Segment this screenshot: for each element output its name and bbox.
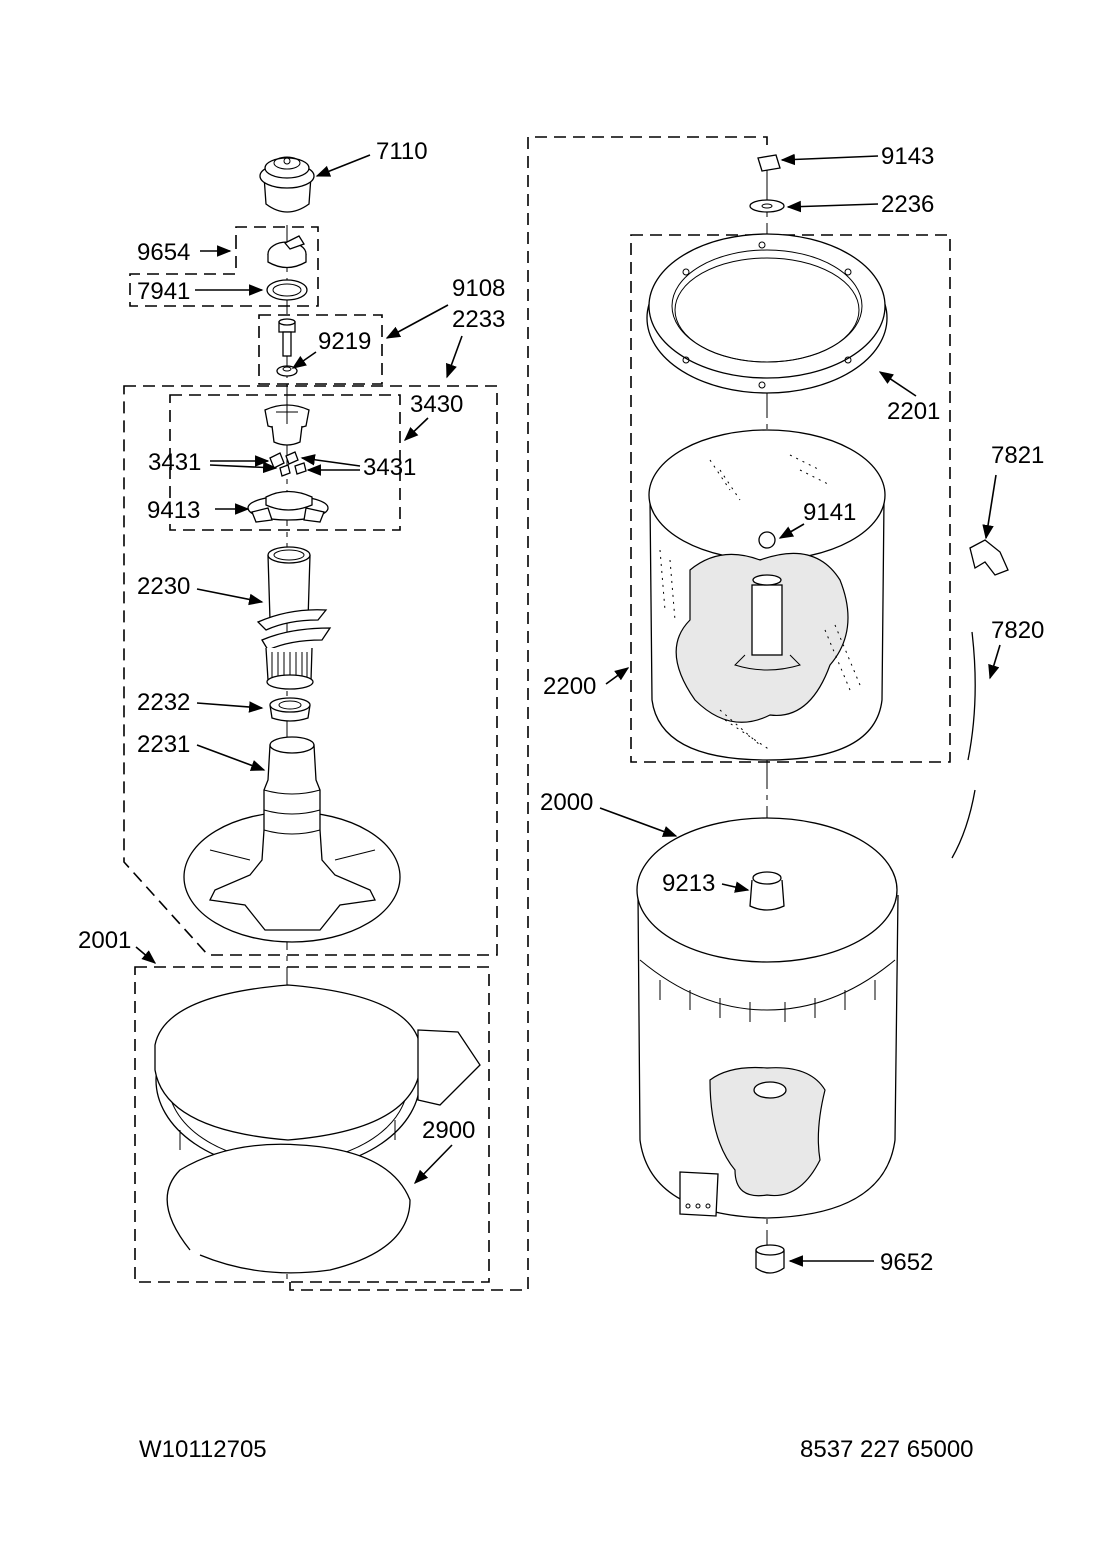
assembly-connector: [289, 136, 768, 1291]
callout-7941: 7941: [137, 278, 190, 305]
boundary-2233: [123, 385, 498, 956]
part-2900-ring: [166, 1143, 411, 1274]
callout-3431-right: 3431: [363, 454, 416, 481]
boundary-3430: [169, 394, 401, 531]
document-code: 8537 227 65000: [800, 1436, 974, 1463]
callout-9413: 9413: [147, 497, 200, 524]
callout-7821: 7821: [991, 442, 1044, 469]
part-9652-plug: [755, 1244, 785, 1274]
callout-2200: 2200: [543, 673, 596, 700]
boundary-9654: [129, 226, 319, 307]
callout-2233: 2233: [452, 306, 505, 333]
callout-9219: 9219: [318, 328, 371, 355]
callout-3431-left: 3431: [148, 449, 201, 476]
callout-3430: 3430: [410, 391, 463, 418]
part-2000-outer-tub: [636, 817, 899, 1219]
boundary-9108: [258, 314, 383, 385]
callout-2201: 2201: [887, 398, 940, 425]
group-boundaries: [123, 136, 951, 1291]
part-7820-hose: [951, 631, 976, 859]
part-7821-clip: [969, 539, 1009, 576]
part-3431-agitator-dogs: [269, 451, 307, 477]
boundary-2001: [134, 966, 490, 1283]
part-7110-dispenser-cap: [259, 156, 315, 213]
callout-2236: 2236: [881, 191, 934, 218]
callout-2231: 2231: [137, 731, 190, 758]
part-2232-clutch-ring: [269, 697, 311, 722]
callout-7110: 7110: [376, 138, 428, 165]
callout-2232: 2232: [137, 689, 190, 716]
callout-7820: 7820: [991, 617, 1044, 644]
part-2236-gasket: [749, 199, 785, 213]
part-3430-dog-cam: [264, 404, 310, 446]
callout-9654: 9654: [137, 239, 190, 266]
part-2231-agitator-base: [183, 736, 401, 943]
part-9213-seal: [749, 871, 785, 911]
callout-9652: 9652: [880, 1249, 933, 1276]
callout-9141: 9141: [803, 499, 856, 526]
part-2001-tub-ring: [154, 984, 481, 1175]
part-9413-cam-base: [247, 490, 329, 523]
callout-2230: 2230: [137, 573, 190, 600]
callout-9143: 9143: [881, 143, 934, 170]
part-2201-balance-ring: [646, 233, 888, 394]
part-2200-spin-basket: [648, 429, 886, 761]
callout-9213: 9213: [662, 870, 715, 897]
part-9654-cam: [267, 235, 307, 269]
callout-9108: 9108: [452, 275, 505, 302]
callout-2000: 2000: [540, 789, 593, 816]
callout-labels: 7110 9654 7941 9108 9219 2233 3430 3431 …: [78, 138, 1044, 1276]
drawing-number: W10112705: [139, 1436, 267, 1463]
callout-2001: 2001: [78, 927, 131, 954]
leader-arrows: [135, 153, 1001, 1267]
callout-2900: 2900: [422, 1117, 475, 1144]
part-7941-seal-ring: [266, 279, 308, 301]
part-9143-nut: [757, 154, 781, 172]
part-2230-auger: [256, 546, 332, 690]
